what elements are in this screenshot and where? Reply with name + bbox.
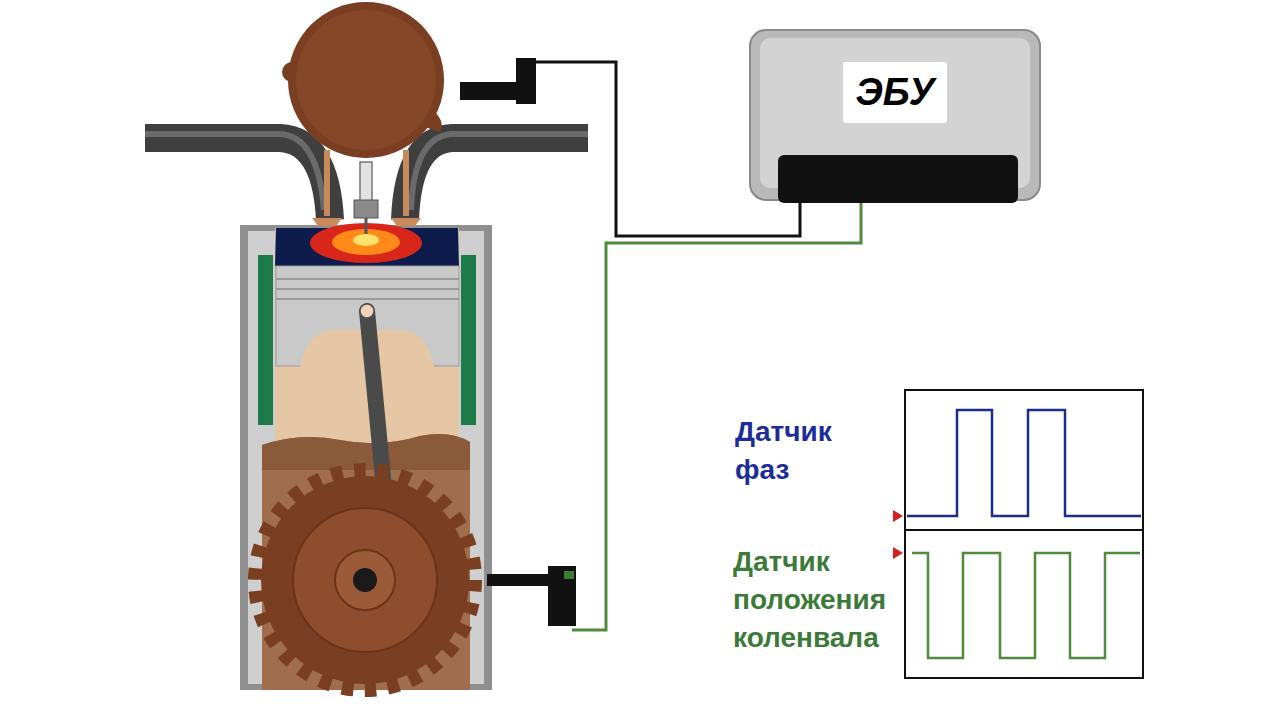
trigger-wheel (261, 476, 469, 684)
camshaft-sensor-head (516, 58, 536, 104)
trigger-wheel-hub (293, 508, 437, 652)
phase-baseline-marker (893, 510, 903, 522)
chart-divider (905, 529, 1143, 531)
exhaust-pipe-highlight (411, 134, 588, 210)
crank-baseline-marker (893, 547, 903, 559)
intake-valve-stem (324, 150, 330, 216)
engine-block-inner (248, 231, 484, 684)
crankcase-oil (262, 434, 470, 470)
camshaft-face (296, 10, 436, 150)
spark-plug-electrode (365, 218, 368, 234)
ecu-connector (778, 155, 1018, 203)
intake-valve-head (312, 218, 342, 226)
flame-core (353, 234, 379, 246)
crankshaft-hub (335, 550, 395, 610)
phase-sensor-label: Датчик фаз (735, 413, 865, 489)
crankshaft-sensor-accent (564, 571, 574, 579)
coolant-jacket-right (461, 255, 476, 425)
phase-signal-wave (907, 410, 1141, 516)
intake-pipe (145, 138, 330, 220)
coolant-jacket-left (258, 255, 273, 425)
camshaft (288, 2, 444, 158)
spark-plug-nut (354, 200, 378, 218)
spark-plug-insulator (360, 162, 372, 202)
engine-block (240, 225, 492, 690)
crankshaft-sensor-body (487, 574, 552, 586)
exhaust-valve-stem (403, 150, 409, 216)
crank-sensor-label: Датчик положения коленвала (733, 543, 897, 657)
crankshaft-sensor-head (548, 566, 576, 626)
crank-signal-wave (912, 553, 1140, 658)
piston-ring (276, 288, 459, 290)
piston-ring (276, 298, 459, 300)
signal-chart-frame (905, 390, 1143, 678)
piston-ring (276, 278, 459, 280)
trigger-wheel-teeth (255, 470, 475, 690)
crankshaft-axis (353, 568, 377, 592)
exhaust-valve-head (391, 218, 421, 226)
exhaust-pipe (405, 138, 588, 220)
intake-pipe-highlight (145, 134, 324, 210)
crankcase (262, 434, 470, 690)
camshaft-sensor-body (460, 82, 518, 100)
ecu-box: ЭБУ (750, 30, 1040, 155)
ecu-label: ЭБУ (843, 62, 946, 124)
piston-pin (360, 304, 374, 318)
